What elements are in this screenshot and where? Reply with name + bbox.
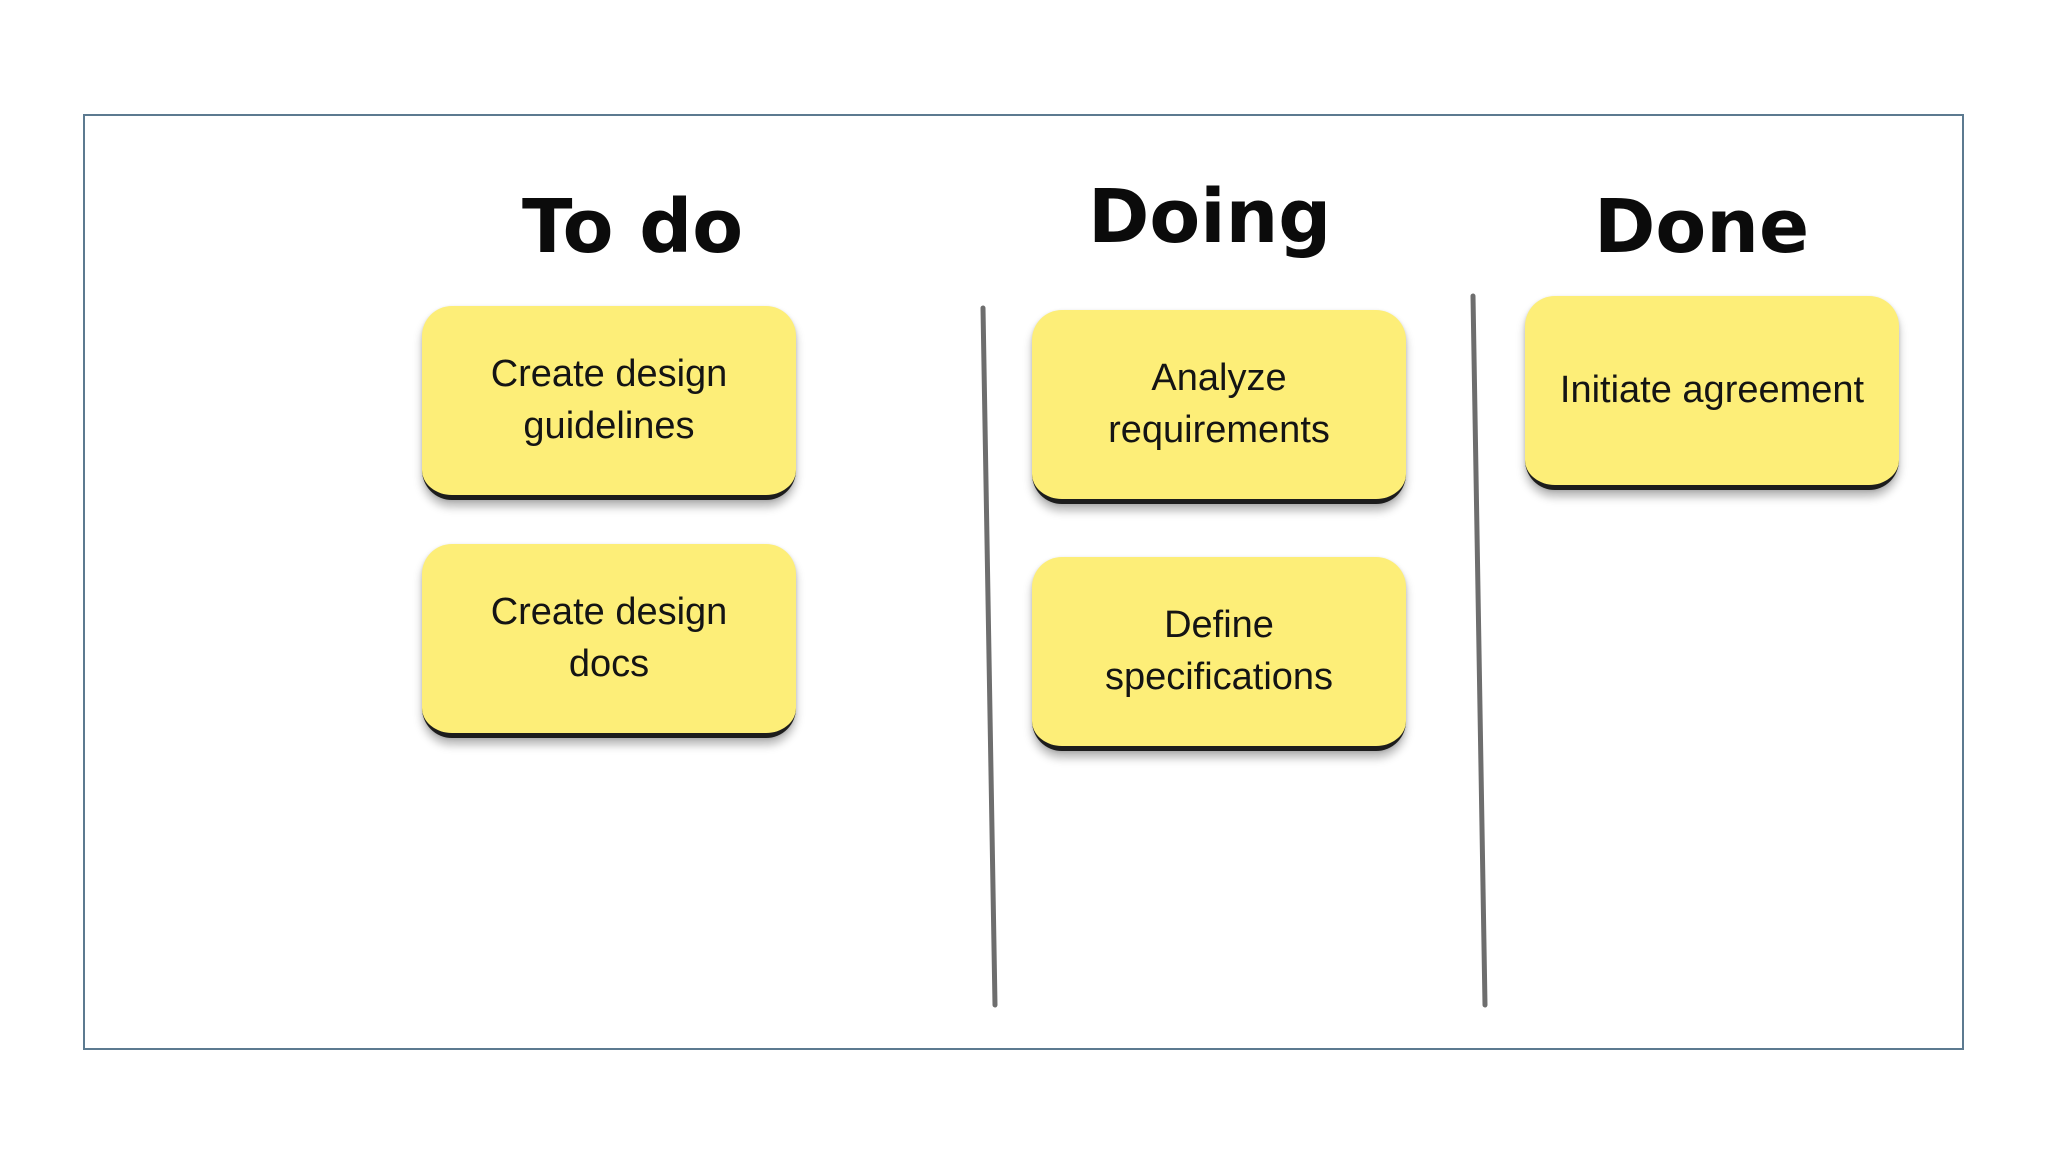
- column-title-doing: Doing: [1088, 174, 1332, 260]
- card-initiate-agreement[interactable]: Initiate agreement: [1525, 296, 1899, 490]
- card-label: Analyze requirements: [1108, 357, 1330, 451]
- card-analyze-requirements[interactable]: Analyze requirements: [1032, 310, 1406, 504]
- kanban-board-frame: [83, 114, 1964, 1050]
- card-label: Create design docs: [490, 591, 728, 685]
- card-create-design-docs[interactable]: Create design docs: [422, 544, 796, 738]
- card-label: Initiate agreement: [1559, 368, 1865, 411]
- column-title-done: Done: [1594, 184, 1810, 270]
- card-create-design-guidelines[interactable]: Create design guidelines: [422, 306, 796, 500]
- column-title-todo: To do: [522, 184, 744, 270]
- card-label: Create design guidelines: [490, 353, 728, 447]
- card-define-specifications[interactable]: Define specifications: [1032, 557, 1406, 751]
- card-label: Define specifications: [1104, 604, 1334, 698]
